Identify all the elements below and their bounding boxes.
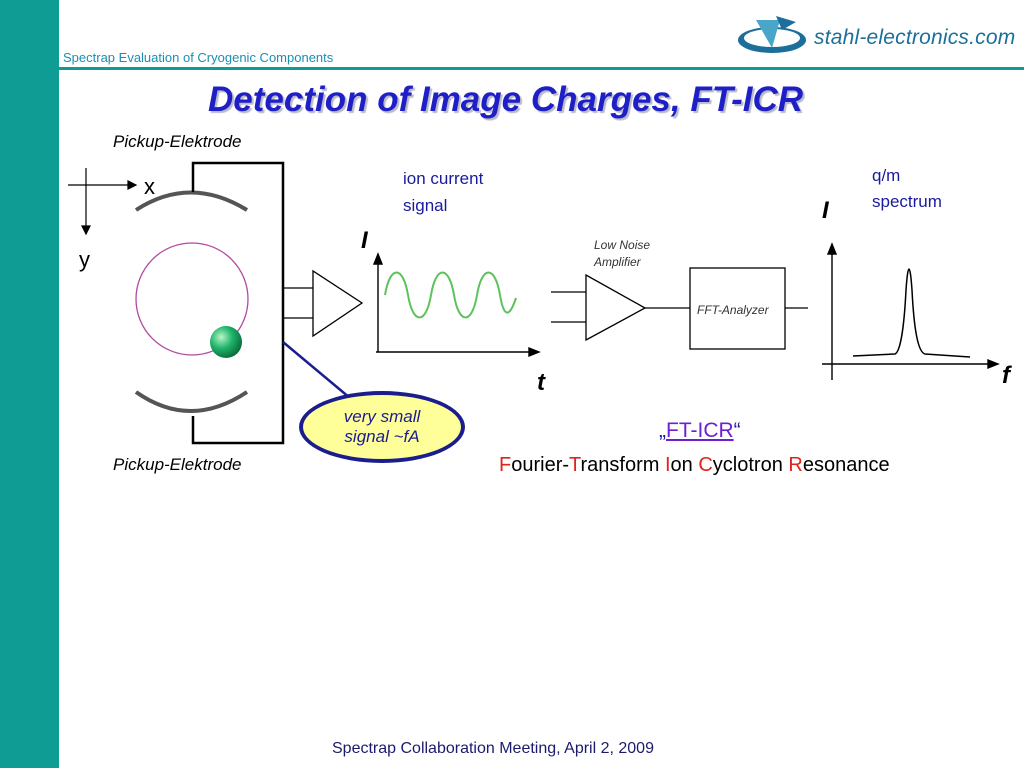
note-pointer — [282, 341, 351, 399]
slide-title: Detection of Image Charges, FT-ICR — [208, 80, 804, 119]
header-subtitle: Spectrap Evaluation of Cryogenic Compone… — [63, 50, 334, 65]
fticr-word-r: esonance — [802, 454, 890, 476]
note-line-2: signal ~fA — [344, 427, 420, 446]
spectrum-label-2: spectrum — [872, 192, 942, 211]
electrode-wires — [191, 161, 285, 445]
pickup-electrode-top — [134, 190, 249, 212]
spectrum-plot-axes — [822, 242, 1000, 380]
signal-plot-axes — [372, 252, 541, 358]
signal-axis-i-label: I — [361, 227, 368, 254]
fticr-close-quote: “ — [733, 419, 741, 442]
fft-analyzer-label: FFT-Analyzer — [697, 303, 769, 317]
pickup-label-top: Pickup-Elektrode — [113, 132, 242, 151]
ion-current-label-2: signal — [403, 196, 448, 215]
fticr-expansion: Fourier-Transform Ion Cyclotron Resonanc… — [499, 454, 890, 477]
spectrum-label-1: q/m — [872, 166, 901, 185]
pickup-electrode-bottom — [134, 390, 249, 413]
amp-label-2: Amplifier — [594, 255, 641, 269]
spectrum-axis-i-label: I — [822, 197, 829, 224]
header-divider — [59, 67, 1024, 70]
low-noise-amplifier — [551, 267, 808, 350]
note-line-1: very small — [343, 407, 421, 426]
amp-label-1: Low Noise — [594, 238, 651, 252]
fticr-initial-f: F — [499, 454, 512, 476]
fticr-word-i: on — [670, 454, 699, 476]
axis-x-label: x — [144, 174, 155, 199]
fticr-heading: „FT-ICR“ — [659, 419, 741, 443]
fticr-word-c: yclotron — [712, 454, 789, 476]
spectrum-axis-f-label: f — [1002, 362, 1010, 389]
signal-axis-t-label: t — [537, 369, 545, 396]
fticr-word-f: ourier- — [511, 454, 570, 476]
axis-y-label: y — [79, 247, 90, 272]
logo-text: stahl-electronics.com — [814, 26, 1016, 49]
footer-text: Spectrap Collaboration Meeting, April 2,… — [332, 740, 654, 757]
preamp-triangle — [312, 269, 364, 338]
signal-note-bubble: very small signal ~fA — [299, 391, 465, 463]
ion-particle — [210, 326, 242, 358]
spectrum-peak — [852, 268, 971, 358]
fticr-initial-r: R — [788, 454, 803, 476]
fticr-initial-i: I — [664, 454, 671, 476]
ion-current-label-1: ion current — [403, 169, 484, 188]
fticr-word-t: ransform — [580, 454, 665, 476]
stahl-logo-icon — [738, 16, 806, 53]
ion-current-sine-wave — [384, 271, 517, 319]
fticr-initial-t: T — [569, 454, 581, 476]
fticr-initial-c: C — [698, 454, 713, 476]
amp-input-wires — [283, 287, 313, 319]
sidebar-bar — [0, 0, 59, 768]
pickup-label-bottom: Pickup-Elektrode — [113, 455, 242, 474]
xy-axes — [68, 168, 138, 236]
fticr-open-quote: „ — [659, 419, 666, 442]
ion-orbit — [135, 242, 249, 356]
fticr-link[interactable]: FT-ICR — [666, 419, 734, 442]
